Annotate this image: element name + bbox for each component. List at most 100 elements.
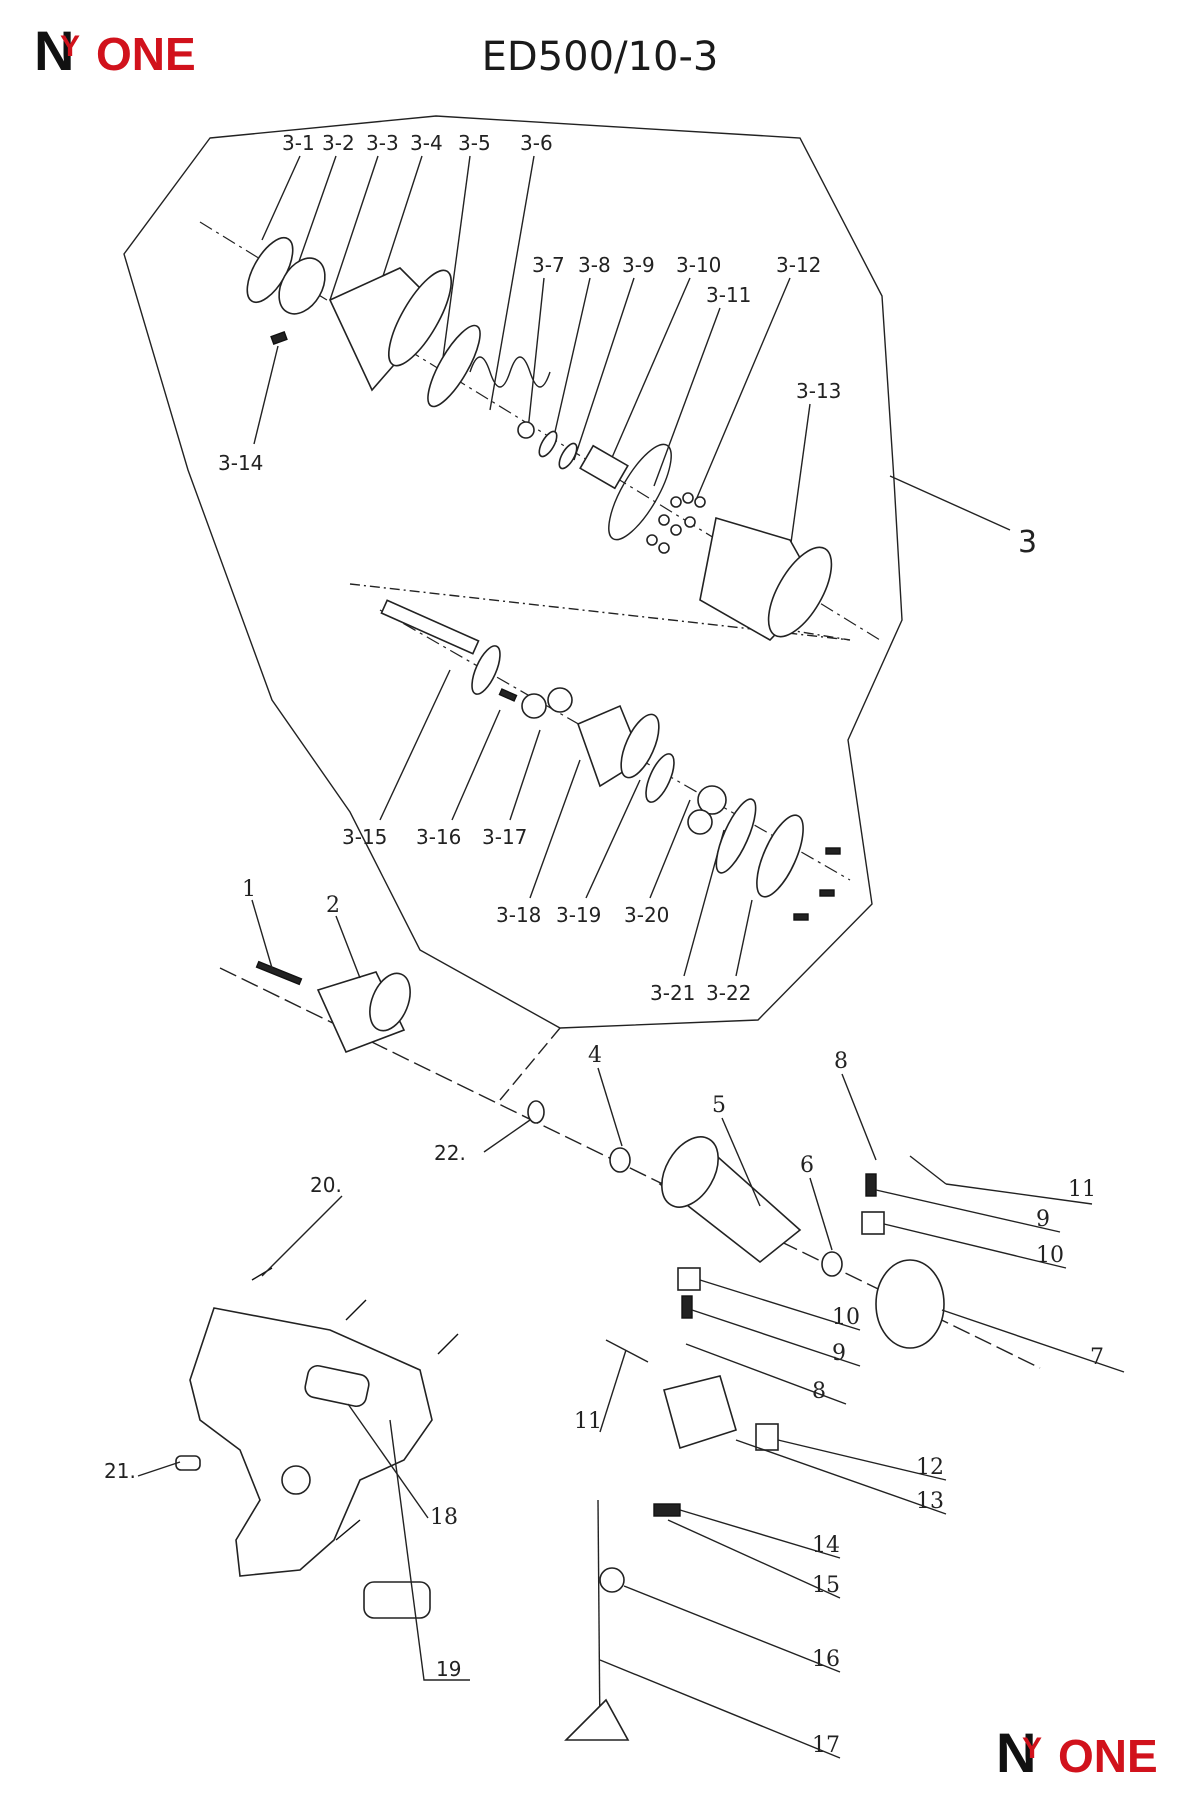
assembly-3-outline — [123, 115, 903, 1029]
leader-18 — [347, 1403, 429, 1519]
leader-21 — [137, 1461, 181, 1477]
steel-balls — [646, 492, 706, 554]
bearing-6 — [821, 1251, 843, 1277]
label-3-19: 3-19 — [556, 903, 601, 927]
planetary-assembly — [379, 599, 851, 921]
label-3-1: 3-1 — [282, 131, 315, 155]
part-label-8a: 8 — [834, 1049, 848, 1074]
label-3-11: 3-11 — [706, 283, 751, 307]
brand-logo-top: N Y ONE — [34, 19, 196, 82]
screw-20d — [335, 1519, 361, 1541]
spindle-3-15 — [380, 599, 480, 655]
carrier-3-19 — [645, 753, 675, 803]
axis-link — [499, 1027, 561, 1101]
upper-axis — [199, 221, 881, 641]
logo-mark2: Y — [60, 30, 80, 63]
part-label-17: 17 — [812, 1733, 840, 1758]
cord-17 — [597, 1499, 601, 1741]
leader-22 — [483, 1119, 531, 1153]
ring-3-9 — [558, 442, 578, 470]
gear-3-20a — [697, 785, 727, 815]
logo-mark-bottom: N — [996, 1721, 1036, 1784]
upper-assembly-parts — [246, 237, 833, 642]
label-3-18: 3-18 — [496, 903, 541, 927]
label-3-2: 3-2 — [322, 131, 355, 155]
brush-holder-10b — [677, 1267, 701, 1291]
label-3-20: 3-20 — [624, 903, 669, 927]
carrier-plate — [471, 645, 501, 695]
label-3-6: 3-6 — [520, 131, 553, 155]
clamp-14 — [653, 1503, 681, 1517]
part-label-11b: 11 — [574, 1409, 602, 1434]
gear-3-17a — [521, 693, 547, 719]
ring-gear-end — [620, 713, 660, 779]
sleeve-3-10 — [579, 444, 629, 490]
connector-11a — [909, 1155, 947, 1185]
assembly-3-leader — [889, 475, 1011, 531]
part-label-13: 13 — [916, 1489, 944, 1514]
connector-11b — [605, 1339, 649, 1363]
screw-b — [819, 889, 835, 897]
spring — [469, 356, 551, 388]
capacitor-12 — [755, 1423, 779, 1451]
clutch-housing-end — [388, 269, 452, 367]
part-label-11a: 11 — [1068, 1177, 1096, 1202]
label-3-9: 3-9 — [622, 253, 655, 277]
label-3-7: 3-7 — [532, 253, 565, 277]
label-3-5: 3-5 — [458, 131, 491, 155]
pin-3-16 — [498, 688, 518, 702]
label-3-17: 3-17 — [482, 825, 527, 849]
o-ring-3-11 — [608, 443, 672, 541]
label-3-12: 3-12 — [776, 253, 821, 277]
upper-axis-return — [349, 583, 851, 641]
gear-3-17b — [547, 687, 573, 713]
label-3-4: 3-4 — [410, 131, 443, 155]
leader-19 — [389, 1419, 470, 1681]
leader-2 — [335, 915, 361, 979]
screw-a — [825, 847, 841, 855]
housing-hole — [281, 1465, 311, 1495]
screw-3-14 — [270, 330, 288, 346]
plug — [564, 1698, 630, 1741]
part-label-15: 15 — [812, 1573, 840, 1598]
logo-word: ONE — [96, 28, 196, 80]
part-label-9a: 9 — [1036, 1207, 1050, 1232]
spring-ring — [427, 324, 481, 408]
label-3-14: 3-14 — [218, 451, 263, 475]
assembly-3-label: 3 — [1018, 525, 1037, 560]
part-label-21: 21. — [104, 1459, 136, 1483]
screw-20b — [345, 1299, 367, 1321]
brand-logo-bottom: N Y ONE — [996, 1721, 1158, 1784]
armature-commutator — [661, 1136, 719, 1208]
label-3-3: 3-3 — [366, 131, 399, 155]
motor-labels: 4 5 6 7 8 9 10 11 10 9 8 11 12 13 14 15 … — [574, 1043, 1125, 1759]
chuck-nose — [369, 972, 411, 1032]
part-label-9b: 9 — [832, 1341, 846, 1366]
gearbox-housing-end — [767, 546, 833, 638]
part-label-4: 4 — [588, 1043, 602, 1068]
leader-20 — [261, 1195, 343, 1277]
clutch-ring — [278, 257, 326, 315]
sub-labels: 3-1 3-2 3-3 3-4 3-5 3-6 3-7 3-8 3-9 3-10… — [218, 131, 841, 1005]
housing-18 — [189, 1307, 433, 1577]
stator-7 — [875, 1259, 945, 1349]
label-3-8: 3-8 — [578, 253, 611, 277]
label-3-13: 3-13 — [796, 379, 841, 403]
screw-20c — [437, 1333, 459, 1355]
brush-9b — [681, 1295, 693, 1319]
part-label-18: 18 — [430, 1505, 458, 1530]
plate-21 — [175, 1455, 201, 1471]
chuck-screw — [255, 960, 303, 986]
brush-holder-10a — [861, 1211, 885, 1235]
washer-3-21 — [715, 798, 757, 874]
brush-9a — [865, 1173, 877, 1197]
label-3-10: 3-10 — [676, 253, 721, 277]
label-3-22: 3-22 — [706, 981, 751, 1005]
part-label-5: 5 — [712, 1093, 726, 1118]
chuck-parts — [255, 960, 545, 1124]
motor-parts — [564, 1136, 947, 1741]
gear-3-20b — [687, 809, 713, 835]
washer-3-7 — [517, 421, 535, 439]
switch-13 — [663, 1375, 737, 1450]
